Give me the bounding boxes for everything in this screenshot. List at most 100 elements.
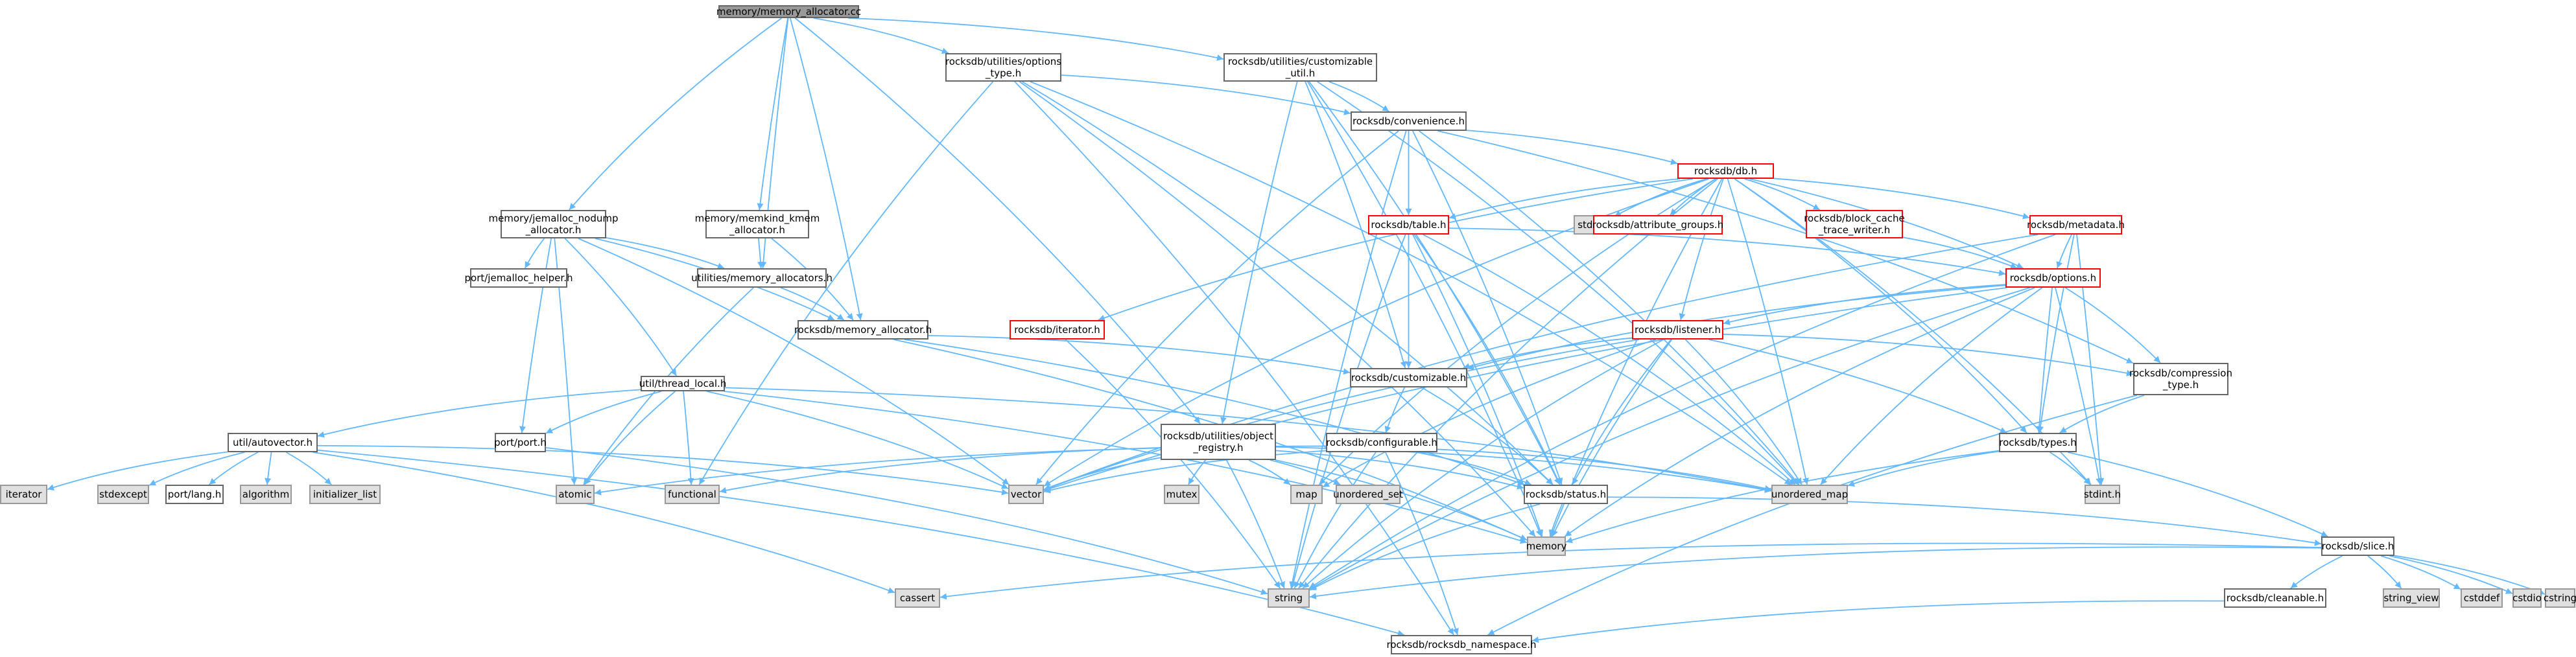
edge-mem_allocator-to-customizable <box>928 334 1351 375</box>
edge-obj_registry-to-map <box>1248 459 1291 485</box>
node-customizable[interactable]: rocksdb/customizable.h <box>1350 368 1467 387</box>
node-slice-box <box>2321 536 2394 556</box>
node-root-box <box>718 5 859 18</box>
edge-autovector-to-lang <box>209 452 259 485</box>
node-status[interactable]: rocksdb/status.h <box>1524 485 1608 504</box>
edge-mem_allocator-to-status <box>904 339 1525 486</box>
node-cstdio: cstdio <box>2512 588 2542 608</box>
node-slice[interactable]: rocksdb/slice.h <box>2321 536 2394 556</box>
edge-cleanable-to-namespace <box>1531 600 2225 643</box>
node-obj_registry-label-1: _registry.h <box>1192 442 1243 454</box>
node-iterator[interactable]: rocksdb/iterator.h <box>1010 320 1105 340</box>
node-thread_local[interactable]: util/thread_local.h <box>639 376 727 391</box>
edge-cust_util-to-obj_registry <box>1220 81 1298 424</box>
edge-thread_local-to-vector <box>706 391 1009 489</box>
node-root[interactable]: memory/memory_allocator.cc <box>716 5 861 18</box>
node-listener[interactable]: rocksdb/listener.h <box>1632 320 1723 340</box>
node-memkind-label-1: _allocator.h <box>729 224 785 236</box>
node-compression[interactable]: rocksdb/compression_type.h <box>2129 363 2232 395</box>
node-cust_util[interactable]: rocksdb/utilities/customizable_util.h <box>1223 53 1377 82</box>
node-port[interactable]: port/port.h <box>494 433 547 452</box>
edge-table-to-options <box>1448 227 2006 277</box>
node-memkind[interactable]: memory/memkind_kmem_allocator.h <box>695 210 820 238</box>
edge-jemalloc-to-mem_allocators <box>606 237 725 270</box>
node-metadata[interactable]: rocksdb/metadata.h <box>2027 215 2125 235</box>
node-convenience[interactable]: rocksdb/convenience.h <box>1351 111 1467 131</box>
edge-obj_registry-to-functional <box>719 446 1161 494</box>
node-thread_local-label-0: util/thread_local.h <box>639 378 727 390</box>
node-mem_allocators[interactable]: utilities/memory_allocators.h <box>691 268 833 288</box>
node-customizable-label-0: rocksdb/customizable.h <box>1351 372 1467 384</box>
node-lang[interactable]: port/lang.h <box>165 485 224 504</box>
node-mem_allocator[interactable]: rocksdb/memory_allocator.h <box>794 320 932 340</box>
node-map-label-0: map <box>1295 489 1317 500</box>
edge-opt_type-to-unordered_map <box>1030 81 1792 485</box>
node-cassert-label-0: cassert <box>900 592 935 604</box>
edge-autovector-to-stdexcept <box>148 452 245 486</box>
node-stdint: stdint.h <box>2084 485 2121 504</box>
node-table[interactable]: rocksdb/table.h <box>1368 215 1449 235</box>
node-init_list-box <box>309 485 381 504</box>
node-attr_groups[interactable]: rocksdb/attribute_groups.h <box>1592 215 1723 235</box>
edge-autovector-to-cassert <box>313 452 895 594</box>
node-functional: functional <box>665 485 720 504</box>
edge-cust_util-to-convenience <box>1329 81 1389 112</box>
node-jemalloc[interactable]: memory/jemalloc_nodump_allocator.h <box>488 210 619 238</box>
node-block_cache[interactable]: rocksdb/block_cache_trace_writer.h <box>1804 210 1905 238</box>
edge-autovector-to-iterator_sys <box>47 451 228 491</box>
node-cstring-box <box>2545 588 2575 608</box>
edge-jemalloc-to-port <box>519 238 552 433</box>
node-options[interactable]: rocksdb/options.h <box>2005 268 2101 288</box>
node-map-box <box>1290 485 1323 504</box>
node-memkind-label-0: memory/memkind_kmem <box>695 213 820 225</box>
edge-block_cache-to-options <box>1902 236 2018 269</box>
edge-obj_registry-to-mutex <box>1188 459 1207 485</box>
node-stdint-box <box>2085 485 2120 504</box>
node-autovector[interactable]: util/autovector.h <box>228 433 318 452</box>
edge-status-to-slice <box>1607 496 2322 546</box>
nodes-layer: memory/memory_allocator.cc rocksdb/utilit… <box>0 5 2576 654</box>
node-cleanable[interactable]: rocksdb/cleanable.h <box>2224 588 2326 608</box>
node-stdexcept: stdexcept <box>97 485 149 504</box>
node-algorithm: algorithm <box>240 485 292 504</box>
node-map: map <box>1290 485 1323 504</box>
edge-table-to-unordered_map <box>1423 234 1796 485</box>
node-db[interactable]: rocksdb/db.h <box>1677 163 1774 179</box>
node-attr_groups-label-0: rocksdb/attribute_groups.h <box>1592 219 1723 231</box>
node-db-box <box>1677 163 1774 179</box>
node-configurable-label-0: rocksdb/configurable.h <box>1326 437 1437 448</box>
edge-db-to-table <box>1448 178 1680 220</box>
node-namespace[interactable]: rocksdb/rocksdb_namespace.h <box>1387 635 1537 654</box>
node-thread_local-box <box>641 376 725 391</box>
edges-layer <box>47 17 2546 643</box>
edge-autovector-to-vector <box>317 444 1009 496</box>
node-cassert: cassert <box>895 588 940 608</box>
edge-slice-to-string <box>1309 546 2322 600</box>
edge-db-to-stdio <box>1614 178 1707 217</box>
node-configurable[interactable]: rocksdb/configurable.h <box>1326 433 1437 452</box>
node-jem_helper[interactable]: port/jemalloc_helper.h <box>465 268 573 288</box>
edge-slice-to-cstring <box>2394 555 2546 595</box>
edge-configurable-to-status <box>1416 452 1532 485</box>
edge-compression-to-namespace <box>1487 395 2138 636</box>
node-types[interactable]: rocksdb/types.h <box>1999 433 2077 452</box>
edge-listener-to-unordered_map <box>1684 339 1802 485</box>
edge-customizable-to-configurable <box>1384 387 1406 433</box>
node-table-box <box>1368 215 1449 235</box>
edge-root-to-opt_type <box>813 17 949 54</box>
node-mem_allocator-box <box>798 320 928 340</box>
edge-options-to-customizable <box>1467 284 2006 371</box>
node-jemalloc-label-0: memory/jemalloc_nodump <box>488 213 618 225</box>
node-obj_registry[interactable]: rocksdb/utilities/object_registry.h <box>1161 424 1276 460</box>
node-jem_helper-box <box>470 268 567 288</box>
edge-convenience-to-unordered_map <box>1419 130 1800 485</box>
edge-slice-to-cstdio <box>2389 555 2513 594</box>
node-iterator_sys: iterator <box>0 485 47 504</box>
edge-slice-to-cleanable <box>2290 555 2343 589</box>
edge-listener-to-compression <box>1723 334 2134 376</box>
node-unordered_map-box <box>1771 485 1848 504</box>
node-block_cache-label-1: _trace_writer.h <box>1818 224 1891 236</box>
node-opt_type[interactable]: rocksdb/utilities/options_type.h <box>945 53 1061 82</box>
edge-root-to-memkind <box>757 17 788 211</box>
node-jem_helper-label-0: port/jemalloc_helper.h <box>465 272 573 284</box>
